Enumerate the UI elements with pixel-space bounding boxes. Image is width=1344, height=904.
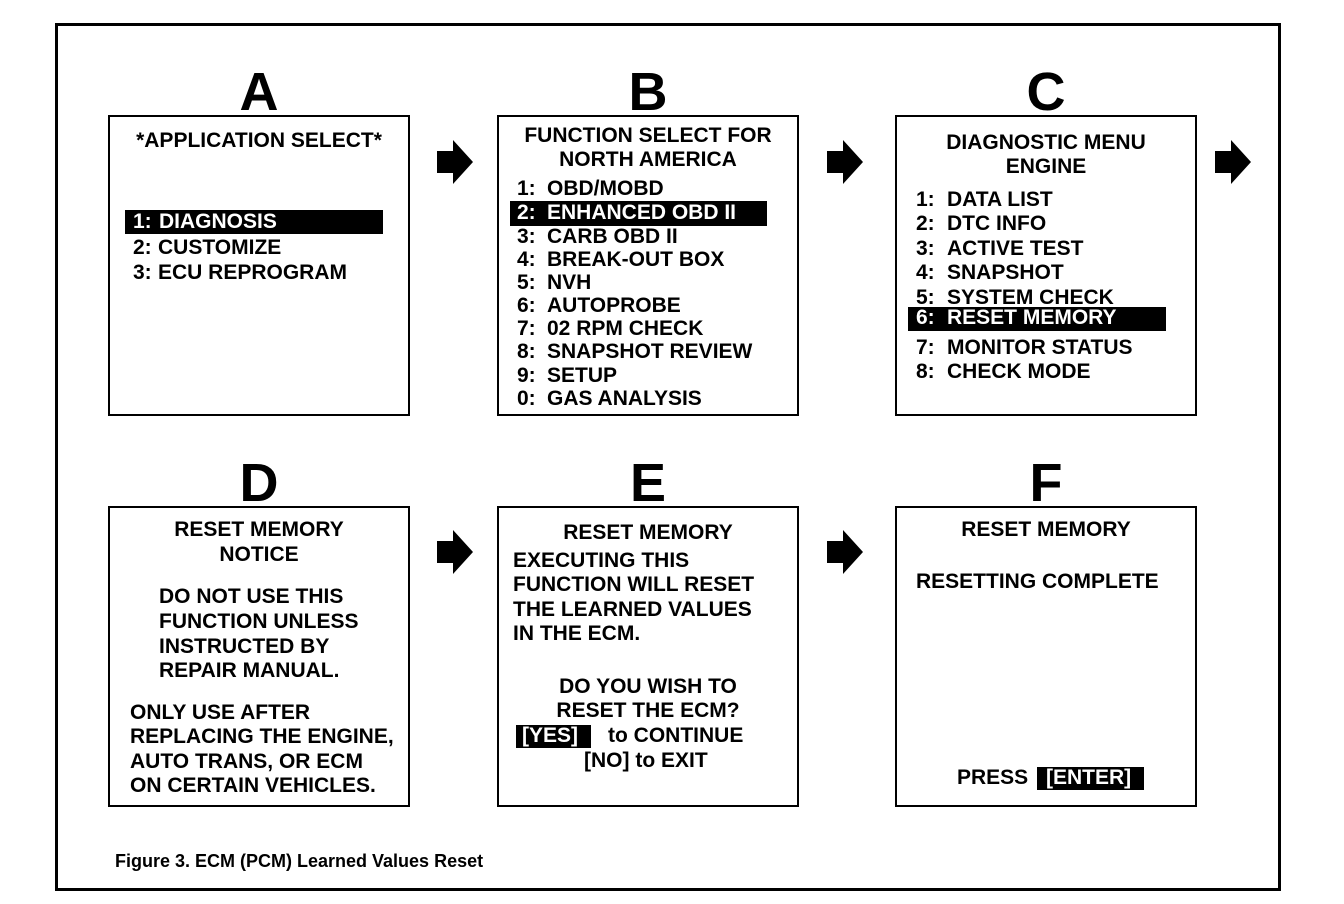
screen-text: OBD/MOBD <box>547 177 664 200</box>
panel-letter: F <box>1029 453 1063 513</box>
screen-text: REPLACING THE ENGINE, <box>130 725 394 748</box>
right-arrow-icon <box>437 530 473 574</box>
screen-text: INSTRUCTED BY <box>159 635 330 658</box>
panel-letter: A <box>239 62 279 122</box>
screen-text: 9: <box>517 364 536 387</box>
screen-text: DATA LIST <box>947 188 1053 211</box>
screen-text: SNAPSHOT <box>947 261 1064 284</box>
right-arrow-icon <box>1215 140 1251 184</box>
screen-text: CARB OBD II <box>547 225 678 248</box>
screen-text: ONLY USE AFTER <box>130 701 311 724</box>
panel-letter: D <box>239 453 279 513</box>
screen-text: SYSTEM CHECK <box>947 286 1114 309</box>
screen-text: 0: <box>517 387 536 410</box>
screen-text: 6: <box>916 306 935 329</box>
screen-text: SNAPSHOT REVIEW <box>547 340 753 363</box>
screen-text: 7: <box>916 336 935 359</box>
screen-text: RESET MEMORY <box>563 521 733 544</box>
screen-text: CHECK MODE <box>947 360 1091 383</box>
screen-text: 2: <box>133 236 152 259</box>
screen-text: 5: <box>916 286 935 309</box>
screen-text: ENGINE <box>1005 155 1087 178</box>
screen-text: ECU REPROGRAM <box>158 261 348 284</box>
screen-text: ENHANCED OBD II <box>547 201 737 224</box>
screen-text: MONITOR STATUS <box>947 336 1133 359</box>
screen-text: 1: <box>133 210 152 233</box>
figure-frame <box>55 23 1281 891</box>
screen-text: ON CERTAIN VEHICLES. <box>130 774 376 797</box>
screen-text: 3: <box>916 237 935 260</box>
screen-text: THE LEARNED VALUES <box>513 598 752 621</box>
screen-text: 8: <box>517 340 536 363</box>
screen-text: 4: <box>916 261 935 284</box>
screen-text: DIAGNOSTIC MENU <box>946 131 1146 154</box>
screen-text: EXECUTING THIS <box>513 549 690 572</box>
screen-text: FUNCTION WILL RESET <box>513 573 755 596</box>
screen-text: to CONTINUE <box>608 724 744 747</box>
panel-letter: B <box>628 62 668 122</box>
screen-text: 2: <box>517 201 536 224</box>
panel-letter: C <box>1026 62 1066 122</box>
screen-text: NORTH AMERICA <box>559 148 737 171</box>
screen-text: 3: <box>517 225 536 248</box>
panel-letter: E <box>629 453 667 513</box>
enter-key[interactable]: [ENTER] <box>1046 766 1132 789</box>
screen-text: RESET MEMORY <box>174 518 344 541</box>
screen-text: 2: <box>916 212 935 235</box>
screen-text: AUTOPROBE <box>547 294 681 317</box>
screen-panel-f: RESET MEMORY RESETTING COMPLETE PRESS [ENTE… <box>895 506 1197 807</box>
screen-text: 1: <box>916 188 935 211</box>
selected-highlight <box>510 201 767 226</box>
screen-text: 6: <box>517 294 536 317</box>
screen-text: SETUP <box>547 364 618 387</box>
screen-text: *APPLICATION SELECT* <box>136 129 382 152</box>
selected-highlight <box>908 307 1166 331</box>
screen-text: AUTO TRANS, OR ECM <box>130 750 363 773</box>
yes-key-highlight <box>516 725 591 748</box>
selected-highlight <box>125 210 383 234</box>
screen-text: BREAK-OUT BOX <box>547 248 725 271</box>
screen-text: RESET MEMORY <box>961 518 1131 541</box>
screen-text: RESET MEMORY <box>947 306 1117 329</box>
yes-key[interactable]: [YES] <box>522 724 579 747</box>
screen-text: REPAIR MANUAL. <box>159 659 340 682</box>
screen-text: DIAGNOSIS <box>159 210 277 233</box>
screen-text: DO YOU WISH TO <box>559 675 737 698</box>
screen-text: 7: <box>517 317 536 340</box>
screen-text: DTC INFO <box>947 212 1047 235</box>
screen-text: ACTIVE TEST <box>947 237 1084 260</box>
screen-text: NOTICE <box>219 543 299 566</box>
screen-text: DO NOT USE THIS <box>159 585 344 608</box>
screen-text: 8: <box>916 360 935 383</box>
screen-text: RESETTING COMPLETE <box>916 570 1159 593</box>
screen-text: PRESS <box>957 766 1029 789</box>
right-arrow-icon <box>437 140 473 184</box>
figure-caption: Figure 3. ECM (PCM) Learned Values Reset <box>115 851 484 871</box>
screen-text: 02 RPM CHECK <box>547 317 704 340</box>
screen-text: 1: <box>517 177 536 200</box>
enter-key-highlight <box>1037 767 1144 790</box>
screen-text: NVH <box>547 271 592 294</box>
screen-panel-a: *APPLICATION SELECT* 1: DIAGNOSIS 2: CUSTOMI… <box>108 115 410 416</box>
screen-text: 4: <box>517 248 536 271</box>
screen-text: IN THE ECM. <box>513 622 641 645</box>
screen-text: [NO] to EXIT <box>584 749 708 772</box>
right-arrow-icon <box>827 530 863 574</box>
right-arrow-icon <box>827 140 863 184</box>
screen-text: FUNCTION SELECT FOR <box>524 124 772 147</box>
screen-text: GAS ANALYSIS <box>547 387 702 410</box>
screen-text: CUSTOMIZE <box>158 236 282 259</box>
screen-text: FUNCTION UNLESS <box>159 610 359 633</box>
screen-text: 5: <box>517 271 536 294</box>
screen-text: RESET THE ECM? <box>556 699 740 722</box>
screen-text: 3: <box>133 261 152 284</box>
